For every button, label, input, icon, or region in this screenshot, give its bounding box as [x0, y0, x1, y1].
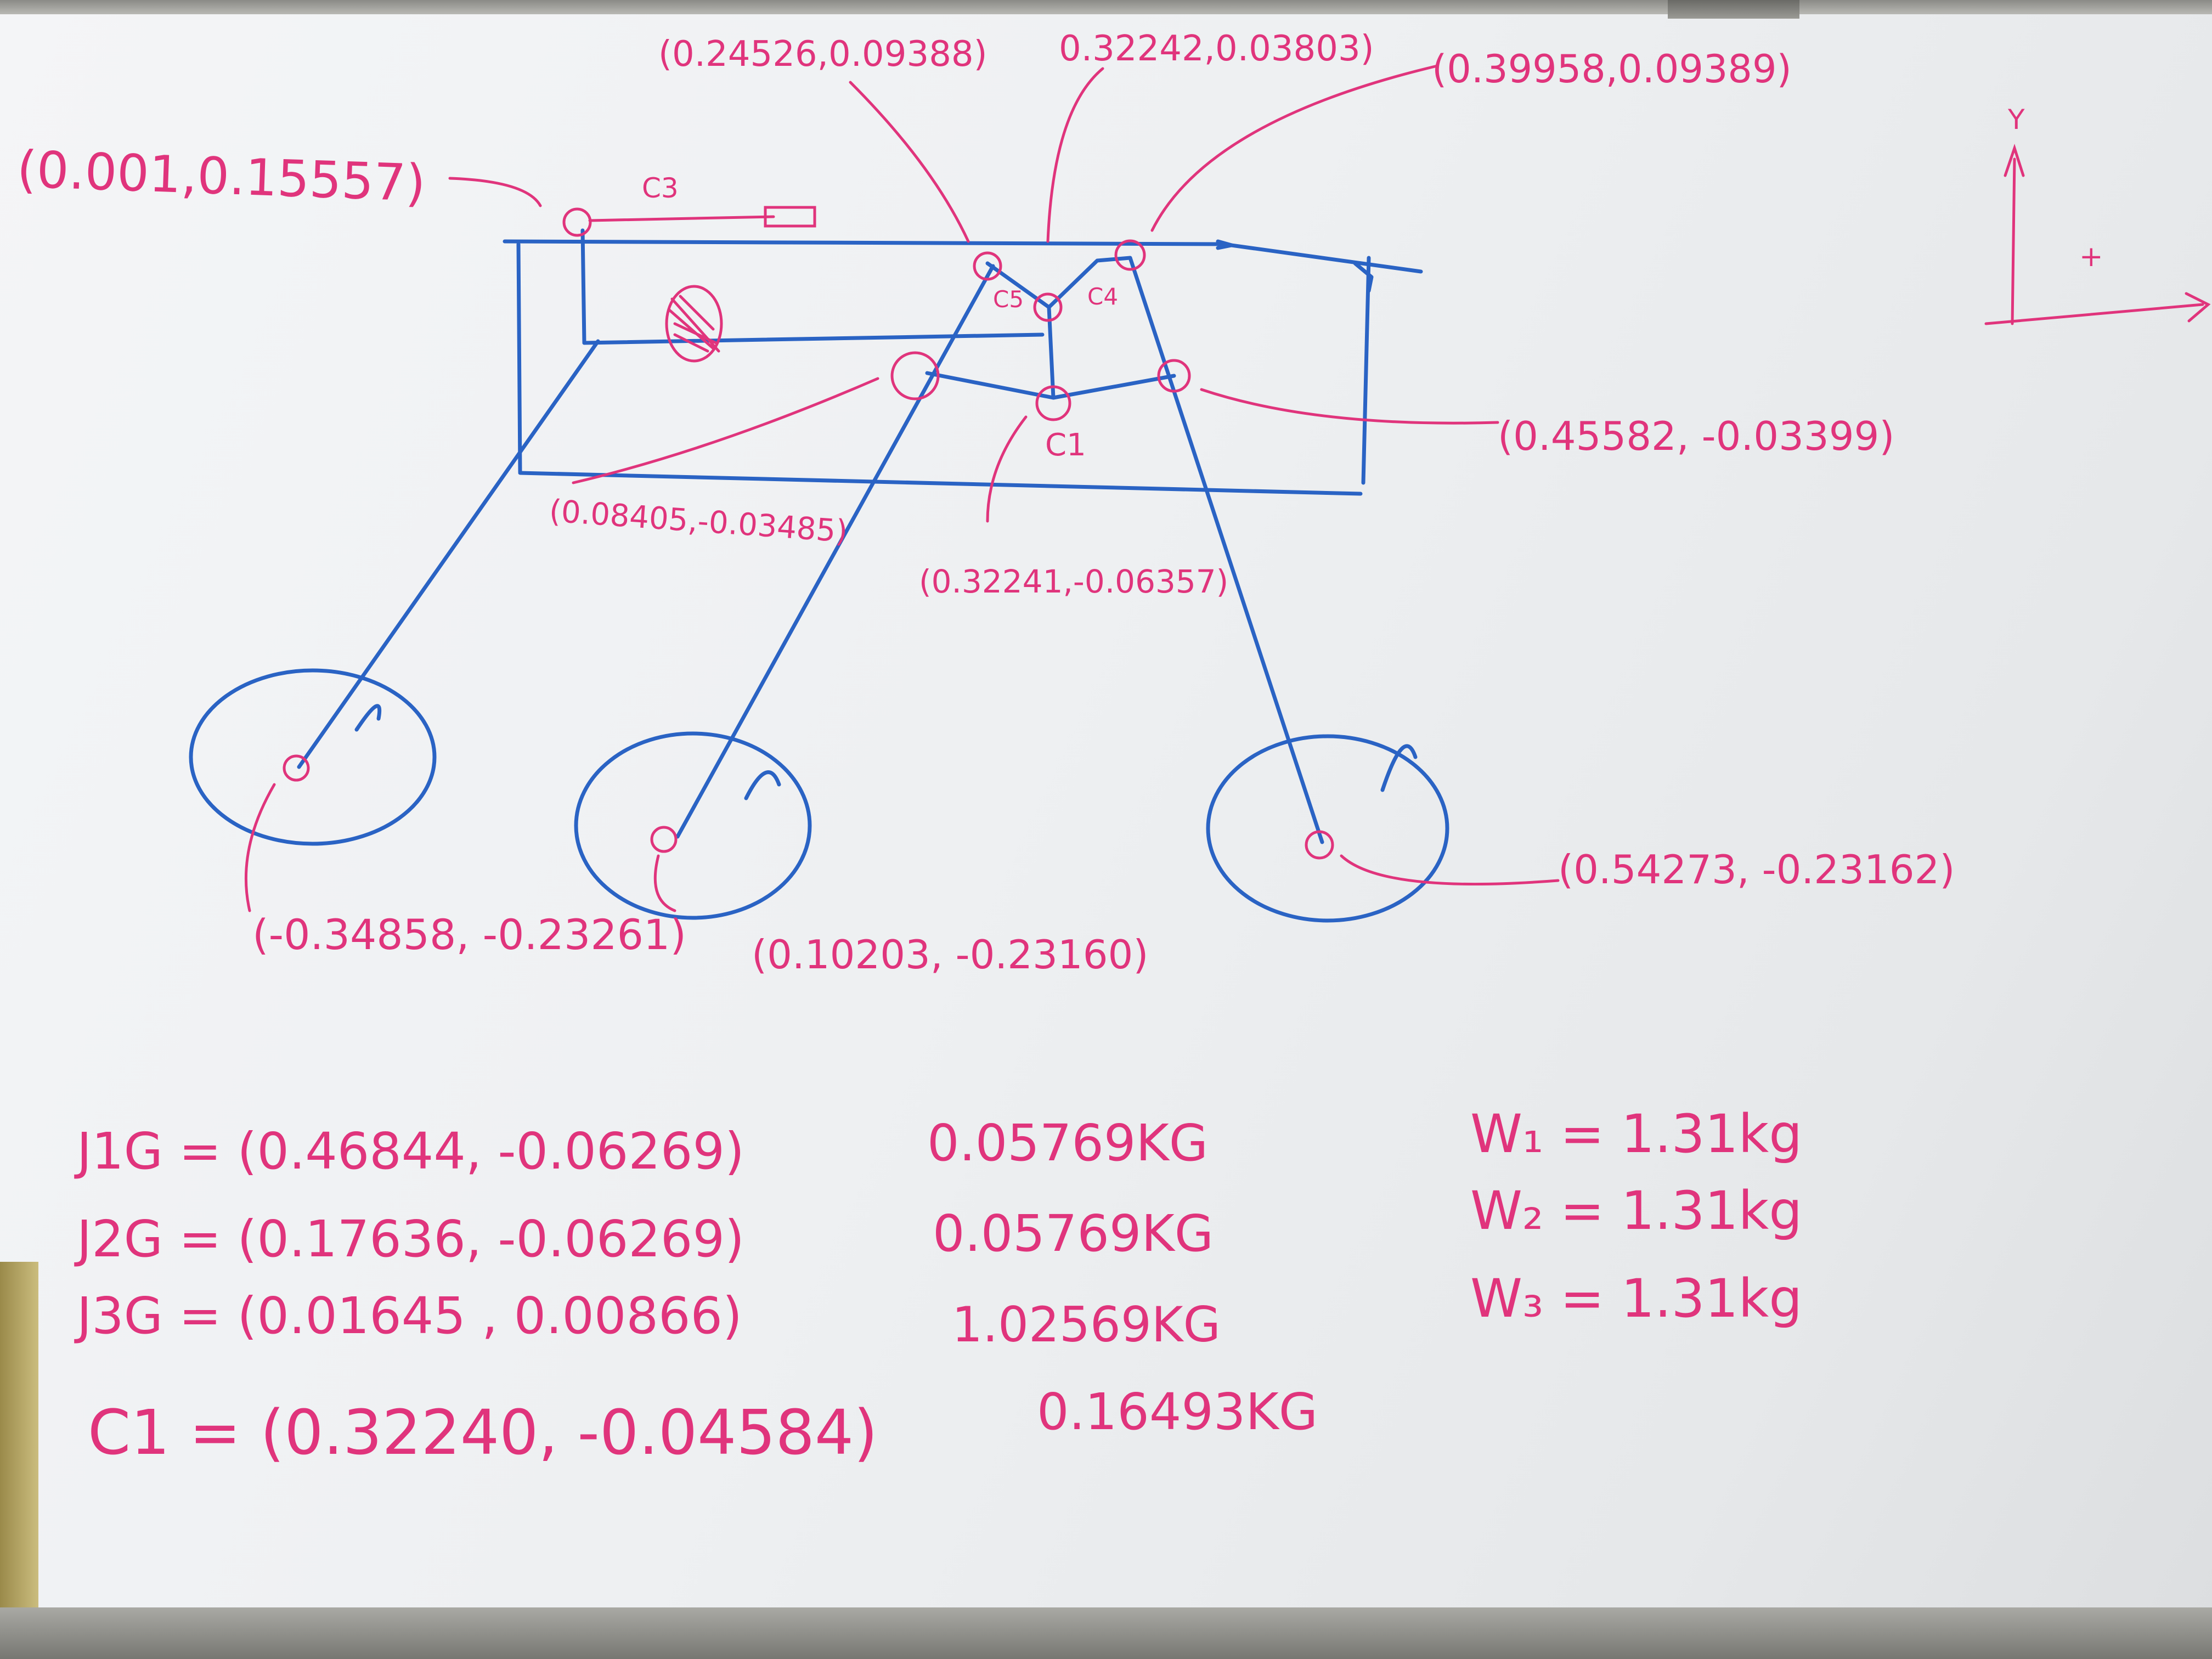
- c1-post: [1047, 305, 1056, 400]
- chassis-left-line: [516, 242, 522, 474]
- equation-j2g: J2G = (0.17636, -0.06269): [74, 1210, 744, 1268]
- board-frame-top: [0, 0, 2212, 14]
- leg-j2: [675, 264, 995, 839]
- c3-joint-circle: [562, 207, 592, 237]
- annotation-text: (0.001,0.15557) C3 (0.24526,0.09388) 0.3…: [16, 29, 2103, 1469]
- c4c5-joint-circle: [1033, 292, 1063, 322]
- c5-point-label: (0.24526,0.09388): [658, 34, 988, 75]
- scribble-fill: [668, 295, 720, 353]
- wheel-3: [189, 668, 437, 846]
- wheel-1: [1206, 734, 1449, 923]
- right-joint-circle: [1157, 359, 1191, 393]
- c1-point-label: (0.32241,-0.06357): [919, 563, 1228, 600]
- c3-point-label: (0.001,0.15557): [16, 140, 426, 213]
- wheel-3-rotation: [354, 704, 382, 732]
- board-clip: [1668, 0, 1799, 19]
- leader-wheel3: [244, 783, 276, 912]
- chassis-top-line: [503, 239, 1423, 274]
- axis-y-label: Y: [2007, 104, 2025, 136]
- wheel-2-rotation: [744, 770, 781, 800]
- mass-j1g: 0.05769KG: [927, 1114, 1208, 1172]
- wheel-2: [574, 731, 812, 920]
- chassis-right-line: [1361, 256, 1371, 485]
- wheel2-point-label: (0.10203, -0.23160): [752, 932, 1148, 978]
- c5-joint-circle: [973, 251, 1002, 281]
- c4-label: C4: [1087, 283, 1118, 310]
- equation-c1: C1 = (0.32240, -0.04584): [88, 1397, 878, 1469]
- weight-w2: W₂ = 1.31kg: [1470, 1180, 1802, 1242]
- mass-j3g: 1.02569KG: [952, 1296, 1221, 1353]
- leader-c3: [448, 177, 542, 207]
- c5-label: C5: [993, 286, 1024, 313]
- chassis-bottom-line: [518, 471, 1363, 496]
- c4-joint-circle: [1114, 239, 1146, 271]
- blue-mechanism: [189, 228, 1449, 923]
- board-frame-left: [0, 1262, 38, 1613]
- axis-y-arrow: [2004, 144, 2025, 177]
- wheel-1-hub: [1305, 830, 1334, 860]
- equation-j1g: J1G = (0.46844, -0.06269): [74, 1122, 744, 1181]
- leader-c4: [1150, 64, 1439, 232]
- leader-right-joint: [1200, 388, 1499, 425]
- leader-wheel2: [653, 854, 676, 912]
- mass-c1: 0.16493KG: [1037, 1383, 1318, 1441]
- board-frame-bottom: [0, 1607, 2212, 1659]
- scribble-marker: [665, 285, 723, 363]
- c3-lever-weight: [764, 206, 816, 228]
- axis-x-arrow: [2185, 292, 2211, 323]
- c3-label: C3: [642, 172, 679, 204]
- axis-x-line: [1984, 303, 2204, 325]
- leg-j3: [297, 339, 600, 769]
- wheel-2-hub: [650, 826, 678, 853]
- c4c5-linkage: [985, 256, 1132, 309]
- c3-arm: [582, 332, 1045, 345]
- wheel-1-rotation: [1380, 744, 1418, 792]
- c4c5-point-label: 0.32242,0.03803): [1059, 29, 1374, 69]
- equation-j3g: J3G = (0.01645 , 0.00866): [74, 1286, 742, 1345]
- c1-label: C1: [1045, 427, 1086, 463]
- mass-j2g: 0.05769KG: [933, 1204, 1214, 1263]
- leader-c5: [849, 81, 970, 243]
- c3-lever: [588, 215, 775, 222]
- axis-plus-label: +: [2079, 240, 2103, 273]
- c4-point-label: (0.39958,0.09389): [1432, 47, 1792, 92]
- wheel3-point-label: (-0.34858, -0.23261): [252, 910, 686, 959]
- right-joint-point-label: (0.45582, -0.03399): [1498, 413, 1894, 459]
- c1-joint-circle: [1035, 385, 1071, 421]
- leader-wheel1: [1340, 854, 1560, 886]
- wheel-3-hub: [283, 754, 310, 782]
- chassis-arrow: [1216, 239, 1234, 250]
- weight-w1: W₁ = 1.31kg: [1470, 1103, 1802, 1165]
- c3-post: [580, 228, 586, 345]
- leader-left-joint: [572, 377, 879, 484]
- leg-j1: [1128, 256, 1324, 844]
- left-joint-point-label: (0.08405,-0.03485): [548, 493, 849, 550]
- wheel1-point-label: (0.54273, -0.23162): [1558, 847, 1955, 893]
- axis-y-line: [2011, 157, 2016, 325]
- chassis-right-tick: [1353, 261, 1374, 293]
- weight-w3: W₃ = 1.31kg: [1470, 1268, 1802, 1329]
- left-joint-circle: [890, 351, 940, 400]
- leader-c4c5: [1046, 67, 1104, 243]
- leader-c1: [986, 415, 1028, 523]
- pink-markings: [244, 64, 2211, 912]
